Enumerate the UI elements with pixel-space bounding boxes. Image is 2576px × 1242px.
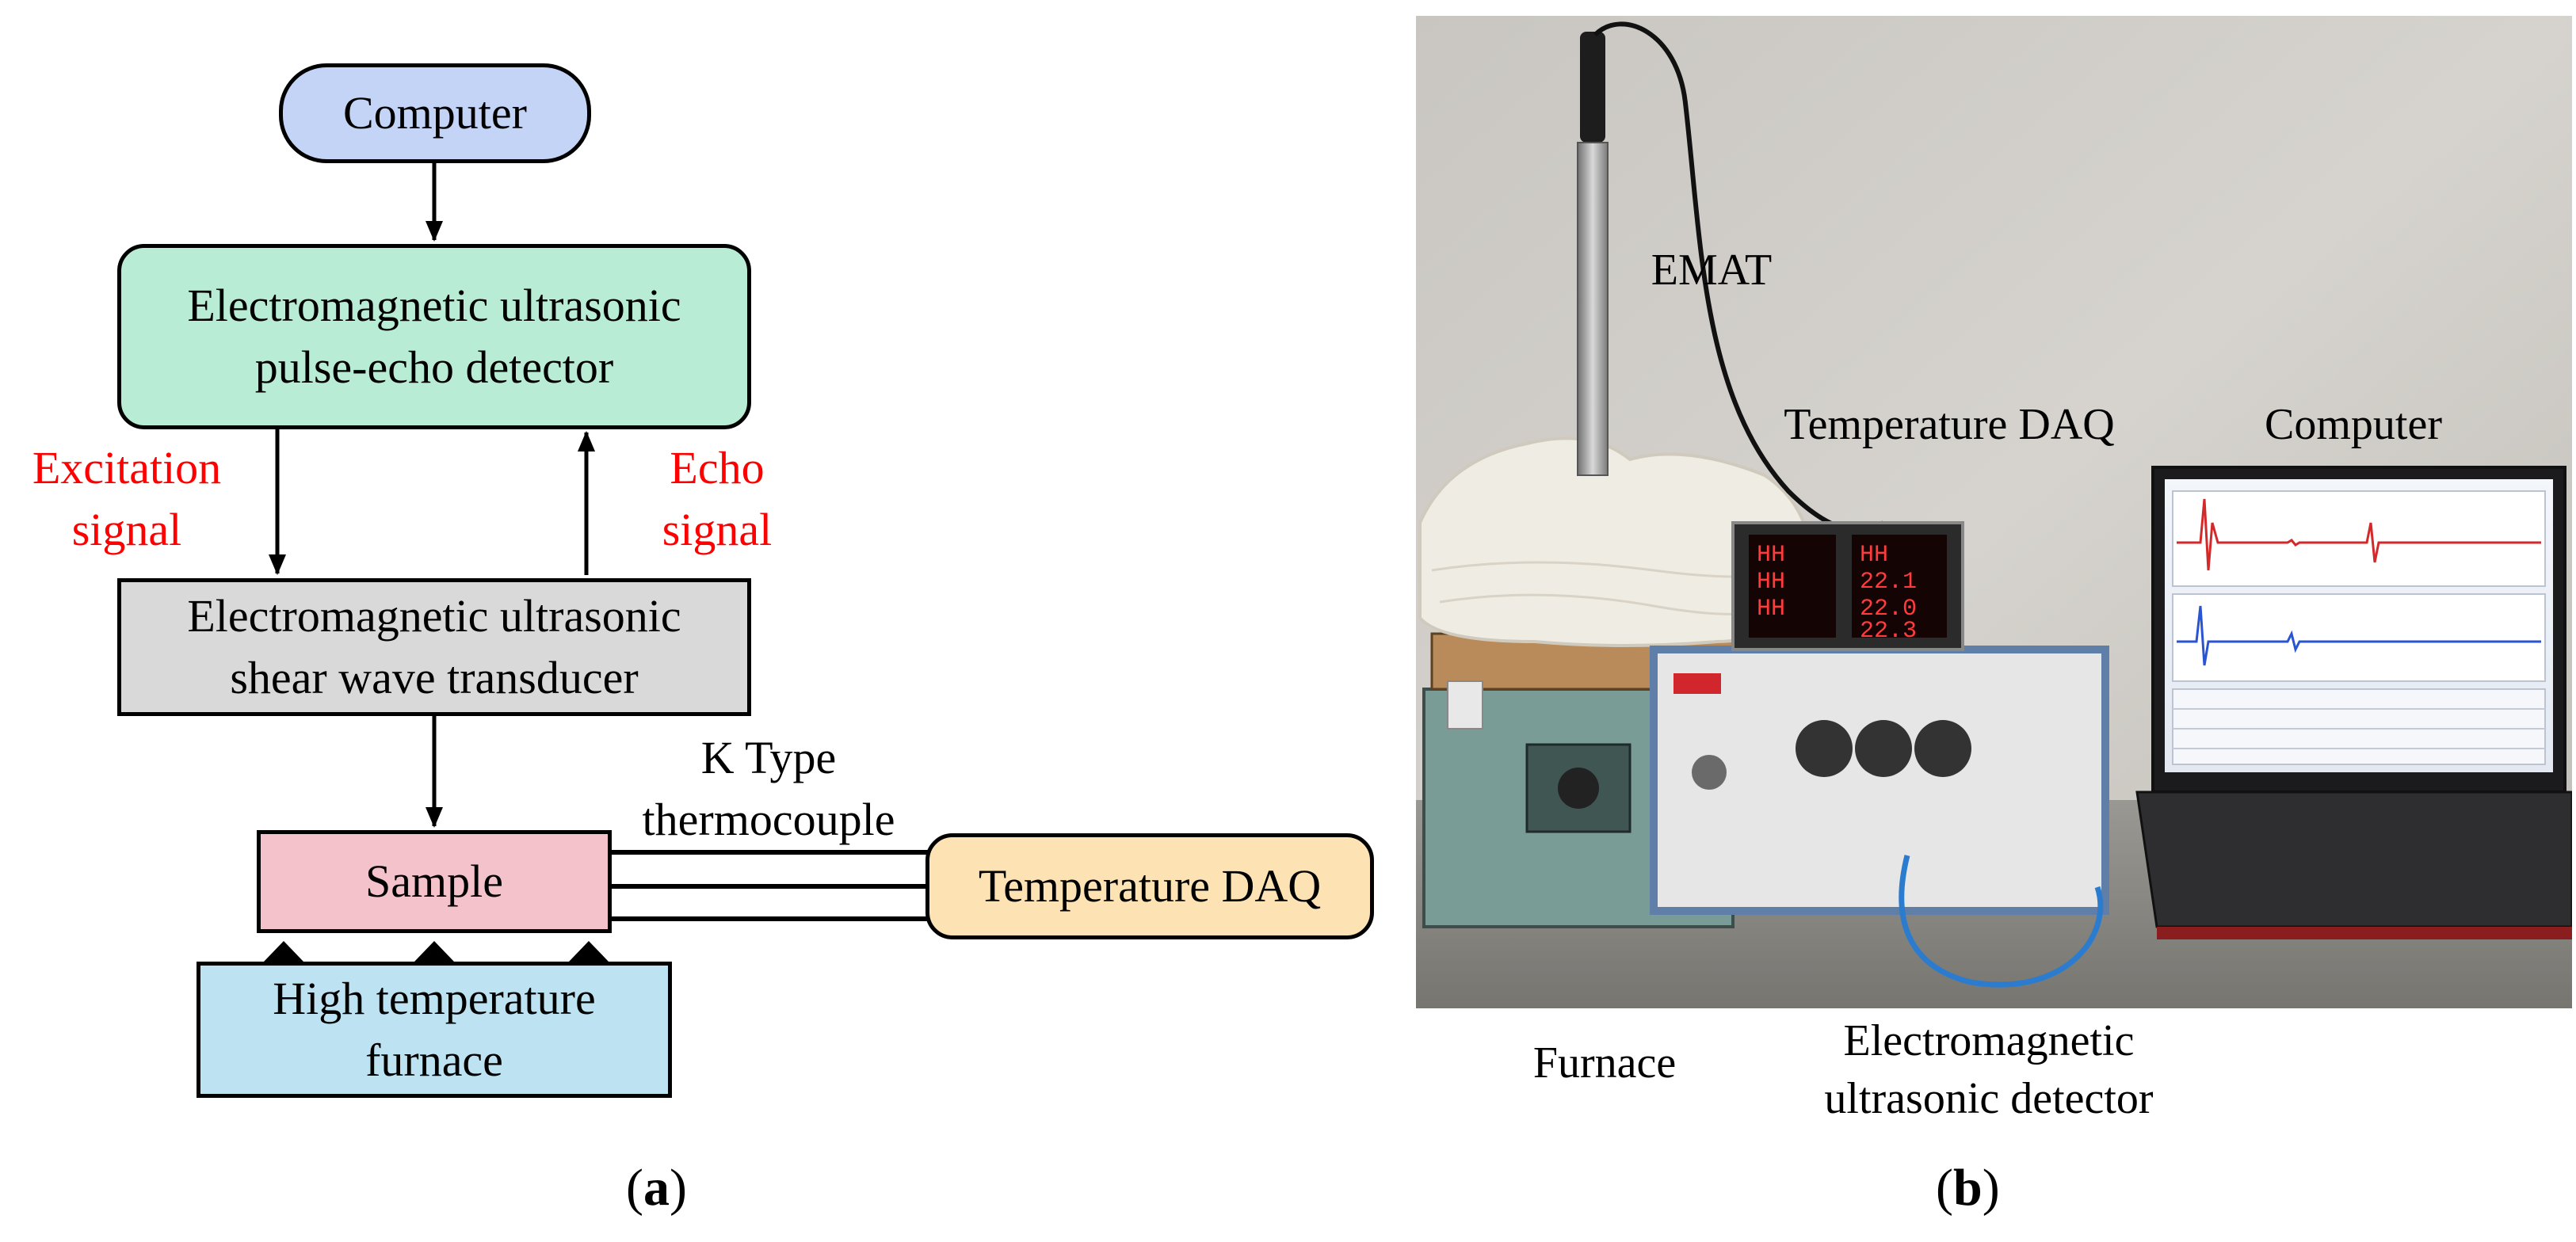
- furnace-leg-left: [1447, 680, 1483, 730]
- excitation-signal-label: Excitation signal: [0, 437, 254, 562]
- detector-connector-3: [1914, 720, 1971, 777]
- echo-signal-label: Echo signal: [626, 437, 808, 562]
- caption-b-letter: b: [1952, 1159, 1983, 1217]
- support-triangle-left: [264, 941, 303, 962]
- detector-badge: [1673, 673, 1721, 694]
- caption-a-letter: a: [643, 1159, 670, 1217]
- waveform-2: [2177, 605, 2541, 666]
- detector-dial: [1692, 755, 1727, 790]
- transducer-label-line-2: shear wave transducer: [230, 652, 639, 703]
- daq-display: HH HH HH HH 22.1 22.0 22.3: [1749, 535, 1947, 645]
- daq-readout-3: HH: [1757, 596, 1785, 623]
- emat-probe-rod: [1577, 142, 1609, 476]
- sample-node-label: Sample: [365, 855, 503, 907]
- daq-readout-6: 22.0: [1860, 596, 1917, 623]
- photo-label-temperature-daq: Temperature DAQ: [1784, 400, 2115, 449]
- photo-illustration: HH HH HH HH 22.1 22.0 22.3: [1416, 16, 2572, 1008]
- computer-node-label: Computer: [343, 86, 527, 139]
- detector-connector-1: [1796, 720, 1853, 777]
- furnace-label-line-2: furnace: [365, 1034, 503, 1086]
- emat-probe-handle: [1580, 32, 1605, 143]
- detector-connector-2: [1855, 720, 1912, 777]
- temperature-daq-node: Temperature DAQ: [925, 833, 1374, 939]
- support-triangle-right: [569, 941, 609, 962]
- high-temperature-furnace-node: High temperature furnace: [197, 962, 672, 1098]
- photo-label-emat: EMAT: [1651, 246, 1773, 295]
- shear-wave-transducer-node: Electromagnetic ultrasonic shear wave tr…: [117, 578, 751, 716]
- waveform-1: [2177, 498, 2541, 571]
- caption-a: (a): [626, 1159, 687, 1217]
- thermocouple-label-line-2: thermocouple: [642, 794, 895, 846]
- laptop-base: [2135, 791, 2572, 928]
- photo-label-detector-line-1: Electromagnetic: [1843, 1016, 2135, 1065]
- detector-label-line-1: Electromagnetic ultrasonic: [187, 279, 681, 331]
- photo-label-detector-line-2: ultrasonic detector: [1824, 1073, 2154, 1123]
- thermocouple-label-line-1: K Type: [700, 732, 837, 783]
- computer-node: Computer: [279, 63, 591, 163]
- experimental-setup-photo: HH HH HH HH 22.1 22.0 22.3: [1416, 16, 2572, 1008]
- photo-label-detector: Electromagnetic ultrasonic detector: [1743, 1012, 2234, 1128]
- daq-readout-1: HH: [1757, 542, 1785, 569]
- photo-label-furnace: Furnace: [1532, 1038, 1677, 1088]
- furnace-label-line-1: High temperature: [273, 972, 596, 1024]
- thermocouple-label: K Type thermocouple: [602, 727, 935, 851]
- excitation-label-line-2: signal: [71, 504, 182, 556]
- excitation-label-line-1: Excitation: [32, 442, 222, 493]
- echo-label-line-1: Echo: [670, 442, 765, 493]
- daq-readout-5: 22.1: [1860, 569, 1917, 596]
- detector-label-line-2: pulse-echo detector: [254, 341, 614, 393]
- echo-label-line-2: signal: [662, 504, 773, 556]
- emat-cable: [1593, 21, 1885, 533]
- daq-readout-2: HH: [1757, 569, 1785, 596]
- pulse-echo-detector-node: Electromagnetic ultrasonic pulse-echo de…: [117, 244, 751, 429]
- transducer-label-line-1: Electromagnetic ultrasonic: [187, 589, 681, 642]
- photo-label-computer: Computer: [2265, 400, 2442, 449]
- support-triangle-mid: [414, 941, 454, 962]
- daq-readout-4: HH: [1860, 542, 1888, 569]
- sample-node: Sample: [257, 830, 612, 933]
- network-cable: [1899, 855, 2104, 988]
- caption-b: (b): [1936, 1159, 2000, 1217]
- temperature-daq-node-label: Temperature DAQ: [978, 859, 1322, 912]
- furnace-knob: [1558, 768, 1599, 809]
- daq-readout-7: 22.3: [1860, 618, 1917, 645]
